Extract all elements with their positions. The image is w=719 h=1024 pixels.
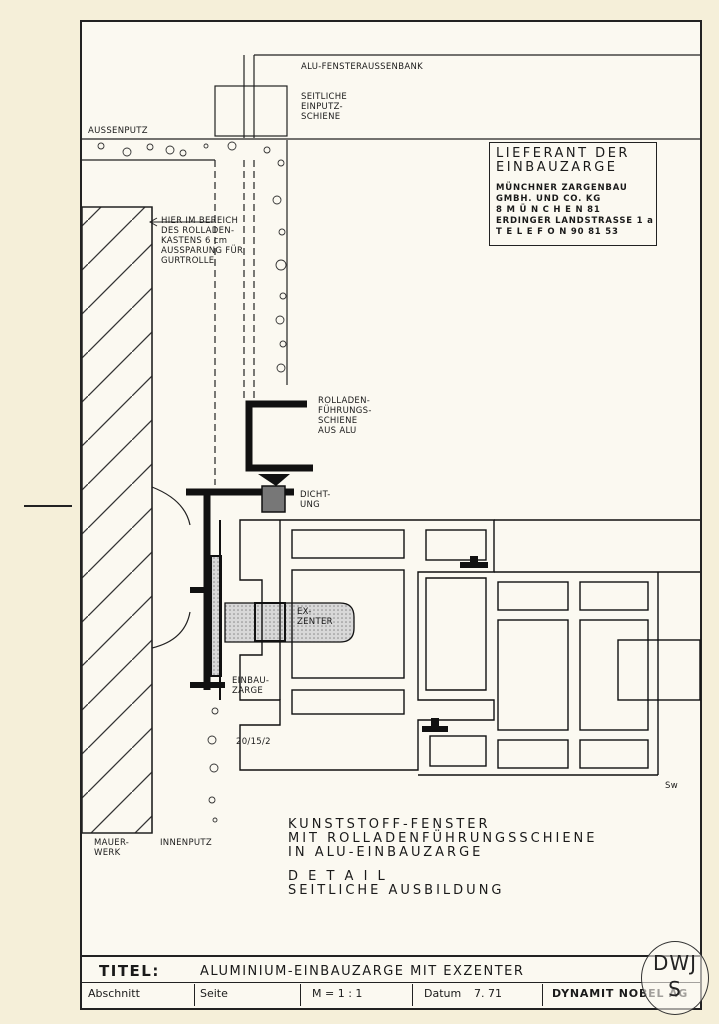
footer-row: Abschnitt Seite M = 1 : 1 Datum 7. 71 DY… [82, 984, 700, 1006]
drawing-sheet [80, 20, 702, 1010]
description-line-3: IN ALU-EINBAUZARGE [288, 845, 484, 860]
margin-tick-mark [24, 505, 72, 507]
footer-massstab: M = 1 : 1 [312, 987, 363, 1000]
seal [258, 474, 290, 513]
label-einputzschiene-1: SEITLICHE [301, 92, 348, 102]
profile-clips [422, 556, 488, 732]
label-dichtung-1: DICHT- [300, 490, 331, 500]
footer-datum-label: Datum [424, 987, 462, 1000]
supplier-line-1: MÜNCHNER ZARGENBAU [496, 183, 628, 193]
shutter-guide-rail [186, 400, 313, 690]
description-line-4: D E T A I L [288, 869, 388, 884]
label-einputzschiene-3: SCHIENE [301, 112, 341, 122]
label-mauerwerk-1: MAUER- [94, 838, 130, 848]
footer-divider [194, 984, 195, 1006]
label-aussenputz: AUSSENPUTZ [88, 126, 148, 136]
description-line-5: SEITLICHE AUSBILDUNG [288, 883, 505, 898]
label-innenputz: INNENPUTZ [160, 838, 213, 848]
label-hinweis-4: AUSSPARUNG FÜR [161, 246, 244, 256]
description-line-1: KUNSTSTOFF-FENSTER [288, 817, 491, 832]
description-line-2: MIT ROLLADENFÜHRUNGSSCHIENE [288, 831, 598, 846]
footer-seite: Seite [200, 987, 228, 1000]
outer-plaster [82, 138, 700, 161]
label-hinweis-3: KASTENS 6 cm [161, 236, 228, 246]
supplier-title-2: EINBAUZARGE [496, 160, 618, 175]
owner-stamp: DWJ S [641, 941, 709, 1015]
plaster-rail [214, 85, 288, 485]
supplier-box: LIEFERANT DER EINBAUZARGE MÜNCHNER ZARGE… [489, 142, 657, 246]
supplier-line-2: GMBH. UND CO. KG [496, 194, 602, 204]
stamp-line-2: S [668, 977, 682, 1001]
eccentric-part [224, 602, 355, 643]
label-einbauzarge-1: EINBAU- [232, 676, 270, 686]
footer-divider [542, 984, 543, 1006]
label-fensteraussenbank: ALU-FENSTERAUSSENBANK [301, 62, 423, 72]
installation-frame [190, 520, 225, 700]
supplier-title-1: LIEFERANT DER [496, 146, 630, 161]
description-block: KUNSTSTOFF-FENSTER MIT ROLLADENFÜHRUNGSS… [288, 818, 597, 898]
footer-divider [412, 984, 413, 1006]
label-einputzschiene-2: EINPUTZ- [301, 102, 343, 112]
label-einbauzarge-2: ZARGE [232, 686, 264, 696]
note-arrow [148, 217, 215, 227]
supplier-line-4: ERDINGER LANDSTRASSE 1 a [496, 216, 654, 226]
label-schiene-2: FÜHRUNGS- [318, 406, 372, 416]
label-exzenter-1: EX- [297, 607, 312, 617]
footer-divider [300, 984, 301, 1006]
footer-datum-value: 7. 71 [474, 987, 502, 1000]
label-schiene-3: SCHIENE [318, 416, 358, 426]
label-dichtung-2: UNG [300, 500, 321, 510]
supplier-line-5: T E L E F O N 90 81 53 [496, 227, 619, 237]
label-zeichner: Sw [665, 781, 678, 791]
titel-key: TITEL: [99, 962, 160, 980]
window-profile [239, 519, 701, 776]
label-hinweis-1: HIER IM BEREICH [161, 216, 239, 226]
label-mauerwerk-2: WERK [94, 848, 121, 858]
masonry-wall [81, 206, 153, 834]
title-row: TITEL: ALUMINIUM-EINBAUZARGE MIT EXZENTE… [82, 955, 700, 983]
footer-abschnitt: Abschnitt [88, 987, 140, 1000]
supplier-line-3: 8 M Ü N C H E N 81 [496, 205, 601, 215]
label-exzenter-2: ZENTER [297, 617, 333, 627]
titel-value: ALUMINIUM-EINBAUZARGE MIT EXZENTER [200, 964, 525, 979]
label-masse: 20/15/2 [236, 737, 271, 747]
label-hinweis-2: DES ROLLADEN- [161, 226, 235, 236]
window-sill [243, 54, 700, 138]
stamp-line-1: DWJ [652, 951, 698, 975]
label-schiene-1: ROLLADEN- [318, 396, 371, 406]
label-hinweis-5: GURTROLLE [161, 256, 215, 266]
label-schiene-4: AUS ALU [318, 426, 357, 436]
plaster-grain [97, 141, 287, 823]
inner-plaster [151, 207, 191, 833]
